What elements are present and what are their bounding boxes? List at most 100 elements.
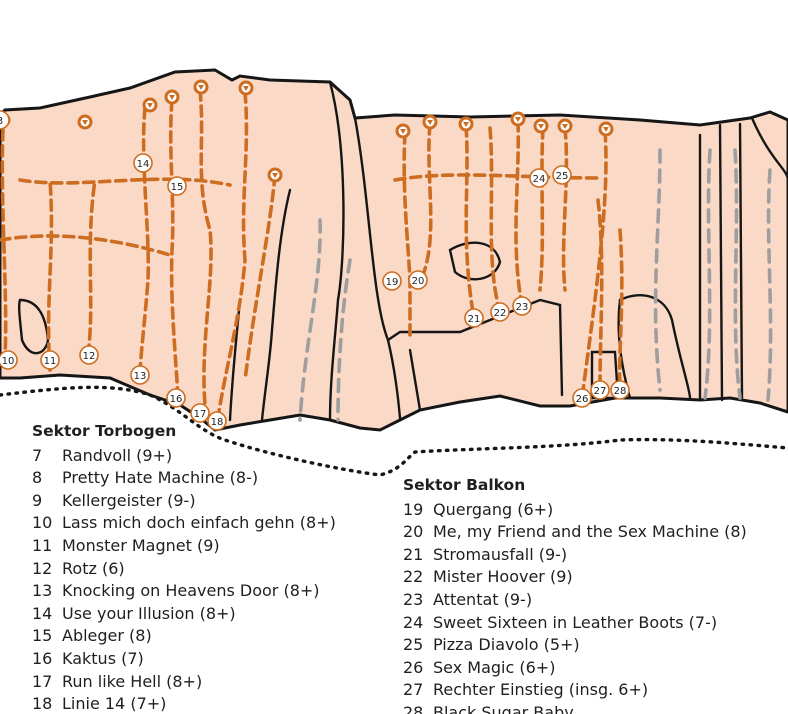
crag-topo-drawing: 310111213141516171819202122232425262728 bbox=[0, 0, 788, 480]
route-number: 26 bbox=[403, 657, 433, 680]
route-number: 27 bbox=[403, 679, 433, 702]
route-number: 21 bbox=[403, 544, 433, 567]
route-number-badge: 25 bbox=[553, 166, 571, 184]
route-number-text: 21 bbox=[468, 314, 481, 325]
anchor-icon bbox=[240, 82, 252, 94]
route-name: Kellergeister (9-) bbox=[62, 490, 196, 513]
route-name: Mister Hoover (9) bbox=[433, 566, 573, 589]
route-number-badge: 24 bbox=[530, 169, 548, 187]
route-number-text: 20 bbox=[412, 276, 425, 287]
route-number-text: 12 bbox=[83, 351, 96, 362]
route-line bbox=[540, 128, 543, 290]
route-number: 14 bbox=[32, 603, 62, 626]
route-number-badge: 23 bbox=[513, 297, 531, 315]
route-name: Stromausfall (9-) bbox=[433, 544, 567, 567]
route-name: Lass mich doch einfach gehn (8+) bbox=[62, 512, 336, 535]
route-number: 19 bbox=[403, 499, 433, 522]
route-number-text: 27 bbox=[594, 386, 607, 397]
route-name: Quergang (6+) bbox=[433, 499, 553, 522]
anchor-icon bbox=[512, 113, 524, 125]
route-list-item: 16Kaktus (7) bbox=[32, 648, 336, 671]
route-number: 9 bbox=[32, 490, 62, 513]
route-number-text: 25 bbox=[556, 171, 569, 182]
route-name: Randvoll (9+) bbox=[62, 445, 172, 468]
route-name: Run like Hell (8+) bbox=[62, 671, 202, 694]
route-number: 24 bbox=[403, 612, 433, 635]
route-number-badge: 10 bbox=[0, 351, 17, 369]
anchor-icon bbox=[600, 123, 612, 135]
route-number: 22 bbox=[403, 566, 433, 589]
route-number-text: 17 bbox=[194, 409, 207, 420]
route-number-text: 11 bbox=[44, 356, 57, 367]
route-name: Sex Magic (6+) bbox=[433, 657, 555, 680]
anchor-icon bbox=[195, 81, 207, 93]
anchor-icon bbox=[424, 116, 436, 128]
route-list-item: 10Lass mich doch einfach gehn (8+) bbox=[32, 512, 336, 535]
route-number-badge: 13 bbox=[131, 366, 149, 384]
route-name: Monster Magnet (9) bbox=[62, 535, 220, 558]
anchor-icon bbox=[166, 91, 178, 103]
route-name: Kaktus (7) bbox=[62, 648, 144, 671]
route-number-text: 22 bbox=[494, 308, 507, 319]
route-number: 10 bbox=[32, 512, 62, 535]
route-name: Sweet Sixteen in Leather Boots (7-) bbox=[433, 612, 717, 635]
anchor-icon bbox=[79, 116, 91, 128]
route-number-badge: 21 bbox=[465, 309, 483, 327]
route-number: 17 bbox=[32, 671, 62, 694]
sector-title: Sektor Balkon bbox=[403, 474, 747, 497]
route-number: 8 bbox=[32, 467, 62, 490]
route-number-badge: 12 bbox=[80, 346, 98, 364]
route-number-text: 13 bbox=[134, 371, 147, 382]
route-number-badge: 27 bbox=[591, 381, 609, 399]
route-number: 11 bbox=[32, 535, 62, 558]
anchor-icon bbox=[144, 99, 156, 111]
sector-title: Sektor Torbogen bbox=[32, 420, 336, 443]
route-number-badge: 15 bbox=[168, 177, 186, 195]
route-number-text: 24 bbox=[533, 174, 546, 185]
route-name: Rotz (6) bbox=[62, 558, 125, 581]
route-number: 16 bbox=[32, 648, 62, 671]
route-number-text: 23 bbox=[516, 302, 529, 313]
route-number: 28 bbox=[403, 702, 433, 714]
anchor-icon bbox=[559, 120, 571, 132]
route-number: 12 bbox=[32, 558, 62, 581]
route-name: Me, my Friend and the Sex Machine (8) bbox=[433, 521, 747, 544]
route-list-item: 12Rotz (6) bbox=[32, 558, 336, 581]
route-number-badge: 28 bbox=[611, 381, 629, 399]
route-number-text: 19 bbox=[386, 277, 399, 288]
route-number-badge: 16 bbox=[167, 389, 185, 407]
route-list-item: 9Kellergeister (9-) bbox=[32, 490, 336, 513]
route-name: Ableger (8) bbox=[62, 625, 152, 648]
route-number-badge: 20 bbox=[409, 271, 427, 289]
route-name: Rechter Einstieg (insg. 6+) bbox=[433, 679, 648, 702]
route-name: Pretty Hate Machine (8-) bbox=[62, 467, 258, 490]
route-number: 20 bbox=[403, 521, 433, 544]
route-name: Black Sugar Baby bbox=[433, 702, 574, 714]
route-name: Linie 14 (7+) bbox=[62, 693, 166, 714]
route-number: 23 bbox=[403, 589, 433, 612]
route-number-text: 3 bbox=[0, 116, 3, 127]
route-number-text: 14 bbox=[137, 159, 150, 170]
anchor-icon bbox=[269, 169, 281, 181]
route-number: 13 bbox=[32, 580, 62, 603]
anchor-icon bbox=[460, 118, 472, 130]
route-number-text: 16 bbox=[170, 394, 183, 405]
route-number-text: 26 bbox=[576, 394, 589, 405]
route-number: 7 bbox=[32, 445, 62, 468]
route-name: Pizza Diavolo (5+) bbox=[433, 634, 580, 657]
